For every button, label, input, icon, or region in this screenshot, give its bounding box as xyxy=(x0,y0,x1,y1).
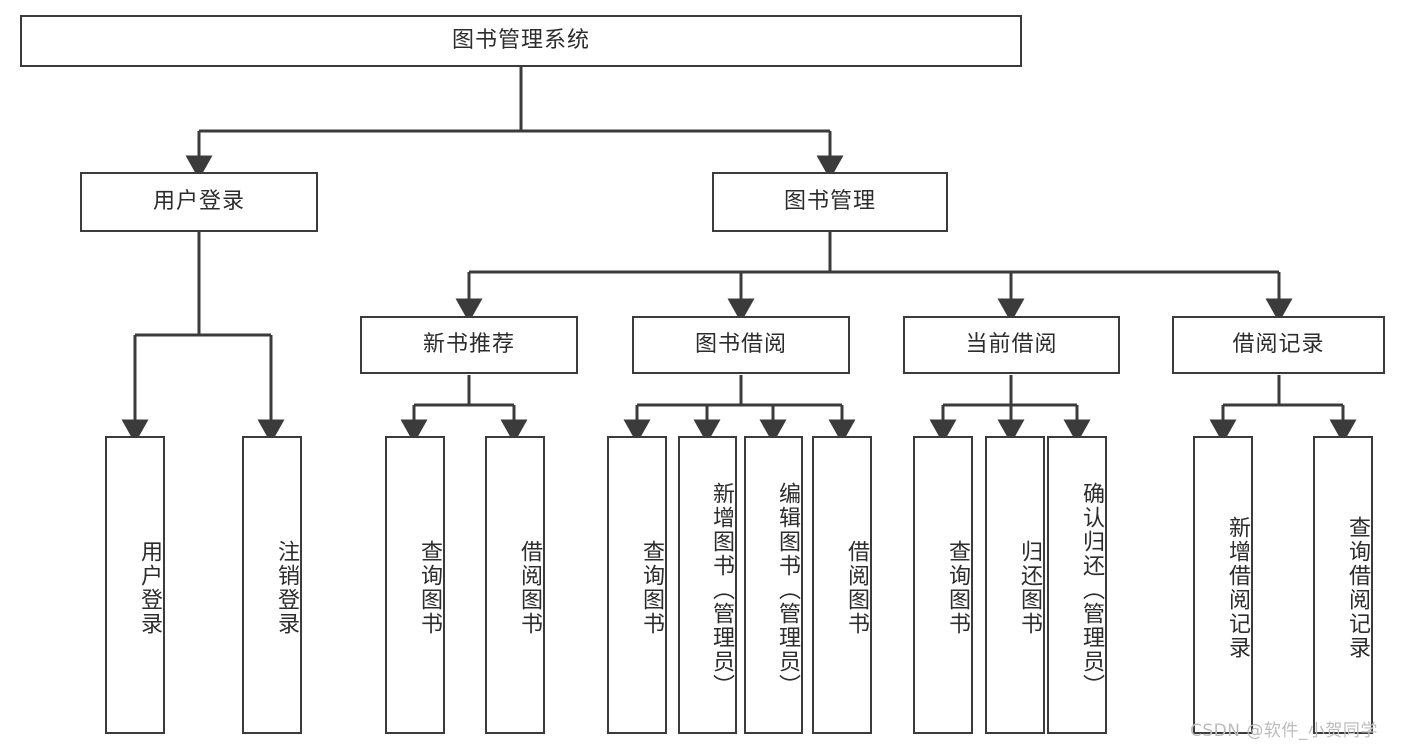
node-book-borrow[interactable]: 图书借阅 xyxy=(632,316,850,374)
leaf-current-confirm-return-admin[interactable]: 确认归还（管理员） xyxy=(1047,436,1107,734)
node-current-borrow[interactable]: 当前借阅 xyxy=(903,316,1120,374)
leaf-borrow-borrow-book[interactable]: 借阅图书 xyxy=(812,436,872,734)
node-label: 查询图书 xyxy=(639,540,664,636)
node-label: 图书管理 xyxy=(783,188,876,214)
node-label: 用户登录 xyxy=(137,540,162,636)
watermark-text: CSDN @软件_小贺同学 xyxy=(1190,721,1378,741)
node-label: 查询借阅记录 xyxy=(1345,516,1370,660)
node-book-management[interactable]: 图书管理 xyxy=(712,172,948,232)
node-user-login[interactable]: 用户登录 xyxy=(80,172,318,232)
node-label: 确认归还（管理员） xyxy=(1079,482,1104,698)
node-label: 查询图书 xyxy=(945,540,970,636)
leaf-recommend-query-book[interactable]: 查询图书 xyxy=(385,436,445,734)
node-label: 新书推荐 xyxy=(422,331,515,357)
node-label: 新增图书（管理员） xyxy=(709,482,734,698)
node-book-management-system[interactable]: 图书管理系统 xyxy=(20,15,1022,67)
node-borrow-record[interactable]: 借阅记录 xyxy=(1172,316,1385,374)
node-label: 归还图书 xyxy=(1017,540,1042,636)
node-label: 注销登录 xyxy=(274,540,299,636)
node-label: 借阅图书 xyxy=(844,540,869,636)
leaf-recommend-borrow-book[interactable]: 借阅图书 xyxy=(485,436,545,734)
leaf-current-query-book[interactable]: 查询图书 xyxy=(913,436,973,734)
node-label: 图书管理系统 xyxy=(451,27,590,53)
node-label: 当前借阅 xyxy=(965,331,1058,357)
leaf-current-return-book[interactable]: 归还图书 xyxy=(985,436,1045,734)
leaf-user-login-logout[interactable]: 注销登录 xyxy=(242,436,302,734)
node-label: 图书借阅 xyxy=(694,331,787,357)
node-label: 借阅图书 xyxy=(517,540,542,636)
node-new-book-recommend[interactable]: 新书推荐 xyxy=(360,316,578,374)
node-label: 借阅记录 xyxy=(1232,331,1325,357)
leaf-borrow-edit-book-admin[interactable]: 编辑图书（管理员） xyxy=(744,436,803,734)
leaf-record-query-record[interactable]: 查询借阅记录 xyxy=(1313,436,1373,734)
leaf-user-login-login[interactable]: 用户登录 xyxy=(105,436,165,734)
leaf-borrow-add-book-admin[interactable]: 新增图书（管理员） xyxy=(678,436,737,734)
csdn-watermark: CSDN @软件_小贺同学 xyxy=(1190,716,1378,741)
leaf-borrow-query-book[interactable]: 查询图书 xyxy=(607,436,667,734)
node-label: 用户登录 xyxy=(152,188,245,214)
node-label: 新增借阅记录 xyxy=(1225,516,1250,660)
leaf-record-add-record[interactable]: 新增借阅记录 xyxy=(1193,436,1253,734)
node-label: 编辑图书（管理员） xyxy=(775,482,800,698)
node-label: 查询图书 xyxy=(417,540,442,636)
